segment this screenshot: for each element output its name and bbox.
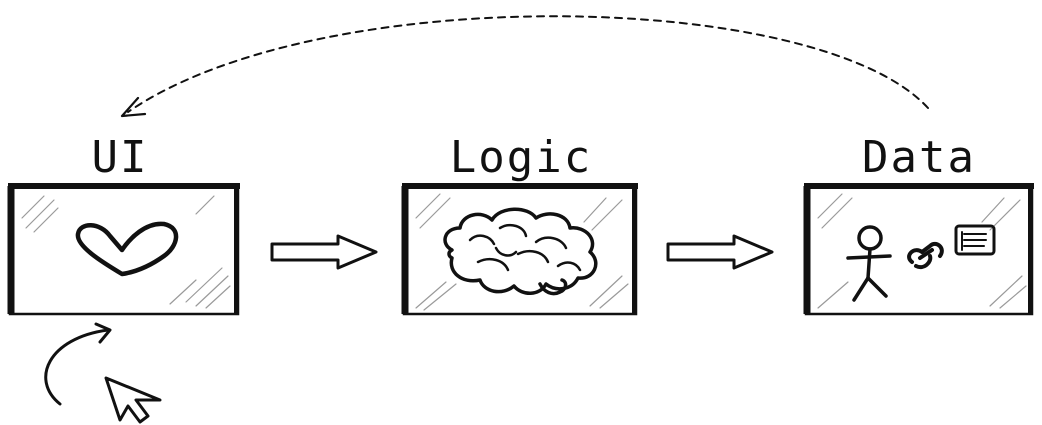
stage-box-data: [803, 183, 1034, 316]
brain-icon: [443, 207, 598, 296]
heart-icon: [75, 221, 179, 277]
logic-to-data-arrow: [666, 234, 774, 270]
stage-label-ui: UI: [92, 132, 149, 183]
hatch-marks: [817, 193, 1027, 309]
user-input-arrow: [44, 322, 112, 406]
stage-label-logic: Logic: [450, 132, 592, 183]
document-icon: [954, 224, 996, 256]
stage-box-logic: [401, 183, 638, 316]
hatch-marks: [21, 195, 231, 309]
mouse-cursor-icon: [104, 376, 162, 424]
person-icon: [846, 225, 892, 302]
link-icon: [907, 241, 944, 269]
data-to-ui-feedback-arrow: [120, 15, 929, 118]
hatch-marks: [415, 193, 629, 311]
stage-label-data: Data: [862, 132, 976, 183]
stage-box-ui: [7, 183, 240, 316]
ui-to-logic-arrow: [270, 234, 378, 270]
